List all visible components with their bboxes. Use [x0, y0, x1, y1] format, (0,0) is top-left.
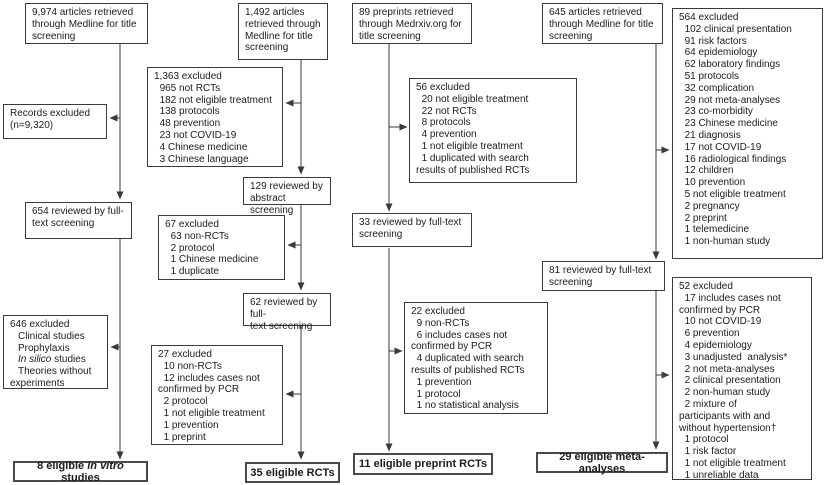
box-medline-title-screening-1492: 1,492 articles retrieved through Medline… [238, 3, 328, 60]
final-label-pre: 8 eligible [37, 459, 88, 472]
box-22-excluded: 22 excluded 9 non-RCTs 6 includes cases … [404, 302, 548, 414]
italic-text: In silico [18, 354, 52, 366]
final-label: 8 eligible in vitro studies [17, 460, 144, 484]
box-56-excluded: 56 excluded 20 not eligible treatment 22… [409, 78, 577, 183]
box-medrxiv-title-screening-89: 89 preprints retrieved through Medrxiv.o… [352, 3, 472, 44]
box-line: Clinical studies [18, 330, 85, 342]
box-564-excluded: 564 excluded 102 clinical presentation 9… [672, 8, 823, 259]
box-81-fulltext-screening: 81 reviewed by full-text screening [542, 261, 665, 291]
box-129-abstract-screening: 129 reviewed by abstract screening [243, 177, 331, 216]
box-62-fulltext-screening: 62 reviewed by full- text screening [243, 293, 331, 332]
box-33-fulltext-screening: 33 reviewed by full-text screening [352, 213, 472, 247]
box-medline-title-screening-9974: 9,974 articles retrieved through Medline… [25, 3, 148, 44]
box-654-fulltext-screening: 654 reviewed by full- text screening [25, 202, 132, 239]
box-52-excluded: 52 excluded 17 includes cases not confir… [672, 277, 812, 481]
box-eligible-preprint-rcts: 11 eligible preprint RCTs [353, 453, 493, 475]
box-line: Prophylaxis [18, 342, 70, 354]
box-line: experiments [10, 377, 65, 389]
box-line-text: studies [51, 354, 86, 366]
box-eligible-rcts: 35 eligible RCTs [245, 462, 340, 483]
final-label-italic: in vitro [87, 459, 124, 472]
box-27-excluded: 27 excluded 10 non-RCTs 12 includes case… [151, 345, 283, 445]
box-medline-title-screening-645: 645 articles retrieved through Medline f… [542, 3, 663, 44]
box-eligible-meta-analyses: 29 eligible meta-analyses [536, 451, 668, 475]
box-records-excluded: Records excluded (n=9,320) [3, 104, 107, 139]
box-67-excluded: 67 excluded 63 non-RCTs 2 protocol 1 Chi… [158, 215, 285, 280]
box-line: In silico studies [10, 354, 104, 366]
box-line: 646 excluded [10, 319, 70, 330]
box-646-excluded: 646 excluded Clinical studies Prophylaxi… [3, 315, 108, 389]
box-line: Theories without [18, 366, 92, 378]
final-label-post: studies [61, 471, 100, 484]
box-1363-excluded: 1,363 excluded 965 not RCTs 182 not elig… [147, 67, 283, 167]
box-eligible-in-vitro-studies: 8 eligible in vitro studies [13, 460, 148, 484]
